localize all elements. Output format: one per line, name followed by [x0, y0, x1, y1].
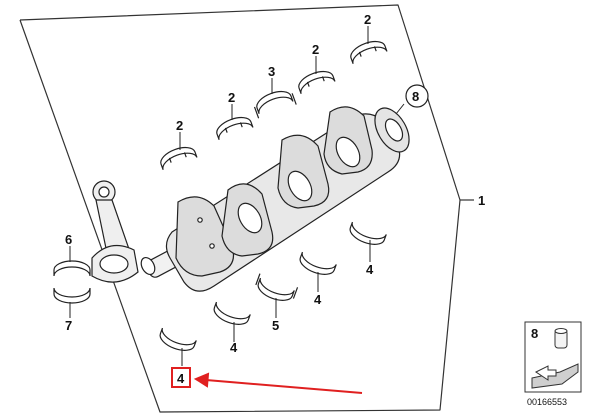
legend-box: 8	[524, 321, 582, 393]
callout-1: 1	[478, 193, 485, 208]
svg-text:8: 8	[412, 89, 419, 104]
lower-bearing-shells	[159, 221, 387, 351]
callout-4: 4	[230, 340, 238, 355]
svg-text:4: 4	[177, 371, 185, 386]
callout-4: 4	[366, 262, 374, 277]
bearing-shell	[216, 116, 254, 140]
callout-2: 2	[364, 12, 371, 27]
conrod-bearing-shells	[53, 260, 91, 304]
thrust-shell	[253, 90, 297, 119]
bearing-shell	[350, 40, 388, 64]
callout-5: 5	[272, 318, 279, 333]
bearing-shell	[298, 70, 336, 94]
callout-labels: 2 2 3 2 2 1 4 4 5 4 6 7	[65, 12, 485, 355]
callout-4: 4	[314, 292, 322, 307]
callout-2: 2	[312, 42, 319, 57]
callout-3: 3	[268, 64, 275, 79]
legend-number: 8	[531, 326, 538, 341]
callout-2: 2	[228, 90, 235, 105]
highlight-arrow	[193, 372, 363, 394]
reference-code: 00166553	[527, 397, 567, 407]
callout-8: 8	[405, 84, 429, 108]
diagram-frame	[19, 4, 474, 413]
callout-6: 6	[65, 232, 72, 247]
crankshaft	[140, 106, 410, 292]
callout-2: 2	[176, 118, 183, 133]
highlighted-callout-4: 4	[171, 367, 191, 388]
connecting-rod	[91, 180, 139, 283]
bearing-shell	[160, 146, 198, 170]
leader-lines	[69, 26, 405, 366]
callout-7: 7	[65, 318, 72, 333]
